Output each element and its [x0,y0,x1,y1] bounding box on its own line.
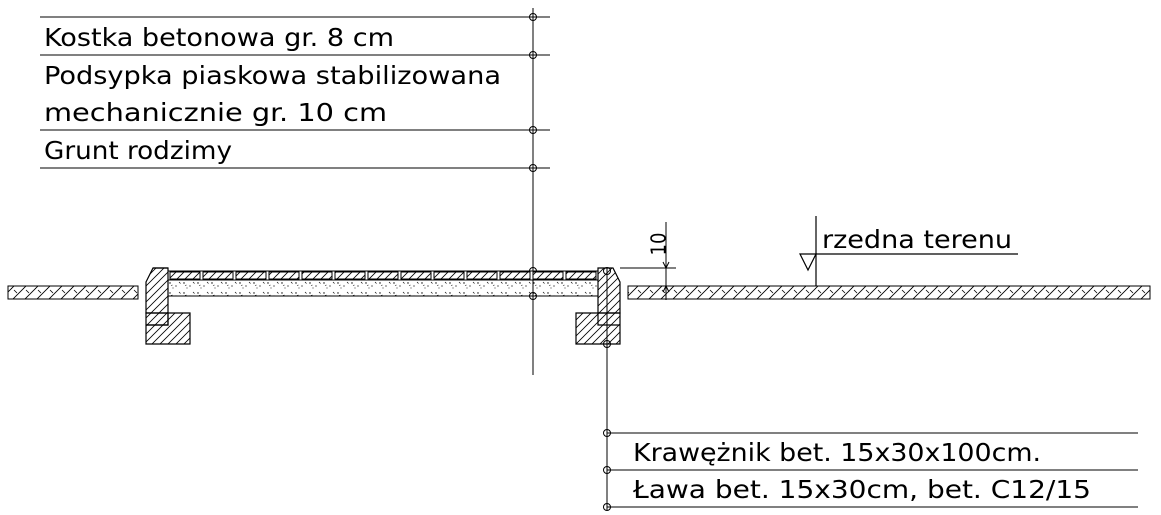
terrain-level-label: rzedna terenu [822,225,1012,254]
paving-block [565,271,597,280]
paving-block [235,271,267,280]
paving-block [499,271,531,280]
curb-height-dimension [620,222,676,300]
bottom-leader-node [603,340,611,348]
paving-block [433,271,465,280]
top-leader-node [529,51,537,59]
sand-bedding-layer [167,279,599,297]
layer-label-curb: Krawężnik bet. 15x30x100cm. [633,438,1041,467]
left-curb [145,267,169,314]
top-leader-node [529,164,537,172]
right-curb-foundation [575,312,621,345]
paving-block [268,271,300,280]
paving-block [466,271,498,280]
layer-label-sand-1: Podsypka piaskowa stabilizowana [44,61,501,90]
paving-block [334,271,366,280]
bottom-layer-labels: Krawężnik bet. 15x30x100cm. Ława bet. 15… [632,438,1091,504]
top-layer-labels: Kostka betonowa gr. 8 cm Podsypka piasko… [44,23,501,165]
layer-label-foundation: Ława bet. 15x30cm, bet. C12/15 [632,475,1091,504]
terrain-left [7,285,139,300]
layer-label-paving: Kostka betonowa gr. 8 cm [44,23,394,52]
paving-block [367,271,399,280]
top-leader-node [529,13,537,21]
paving-block [169,271,201,280]
layer-label-sand-2: mechanicznie gr. 10 cm [44,98,387,127]
paving-block [202,271,234,280]
paving-block [532,271,564,280]
top-leader-node [529,126,537,134]
bottom-leader-node [603,267,611,275]
paving-block [400,271,432,280]
layer-label-subgrade: Grunt rodzimy [44,136,232,165]
paving-block-group [169,271,597,280]
bottom-layer-legend [603,267,1138,511]
dimension-label: 10 [647,233,671,256]
right-curb [597,267,621,314]
terrain-right [627,285,1151,300]
left-curb-foundation [145,312,191,345]
paving-blocks-layer [167,270,599,281]
terrain-level-marker [799,216,1018,286]
paving-block [301,271,333,280]
